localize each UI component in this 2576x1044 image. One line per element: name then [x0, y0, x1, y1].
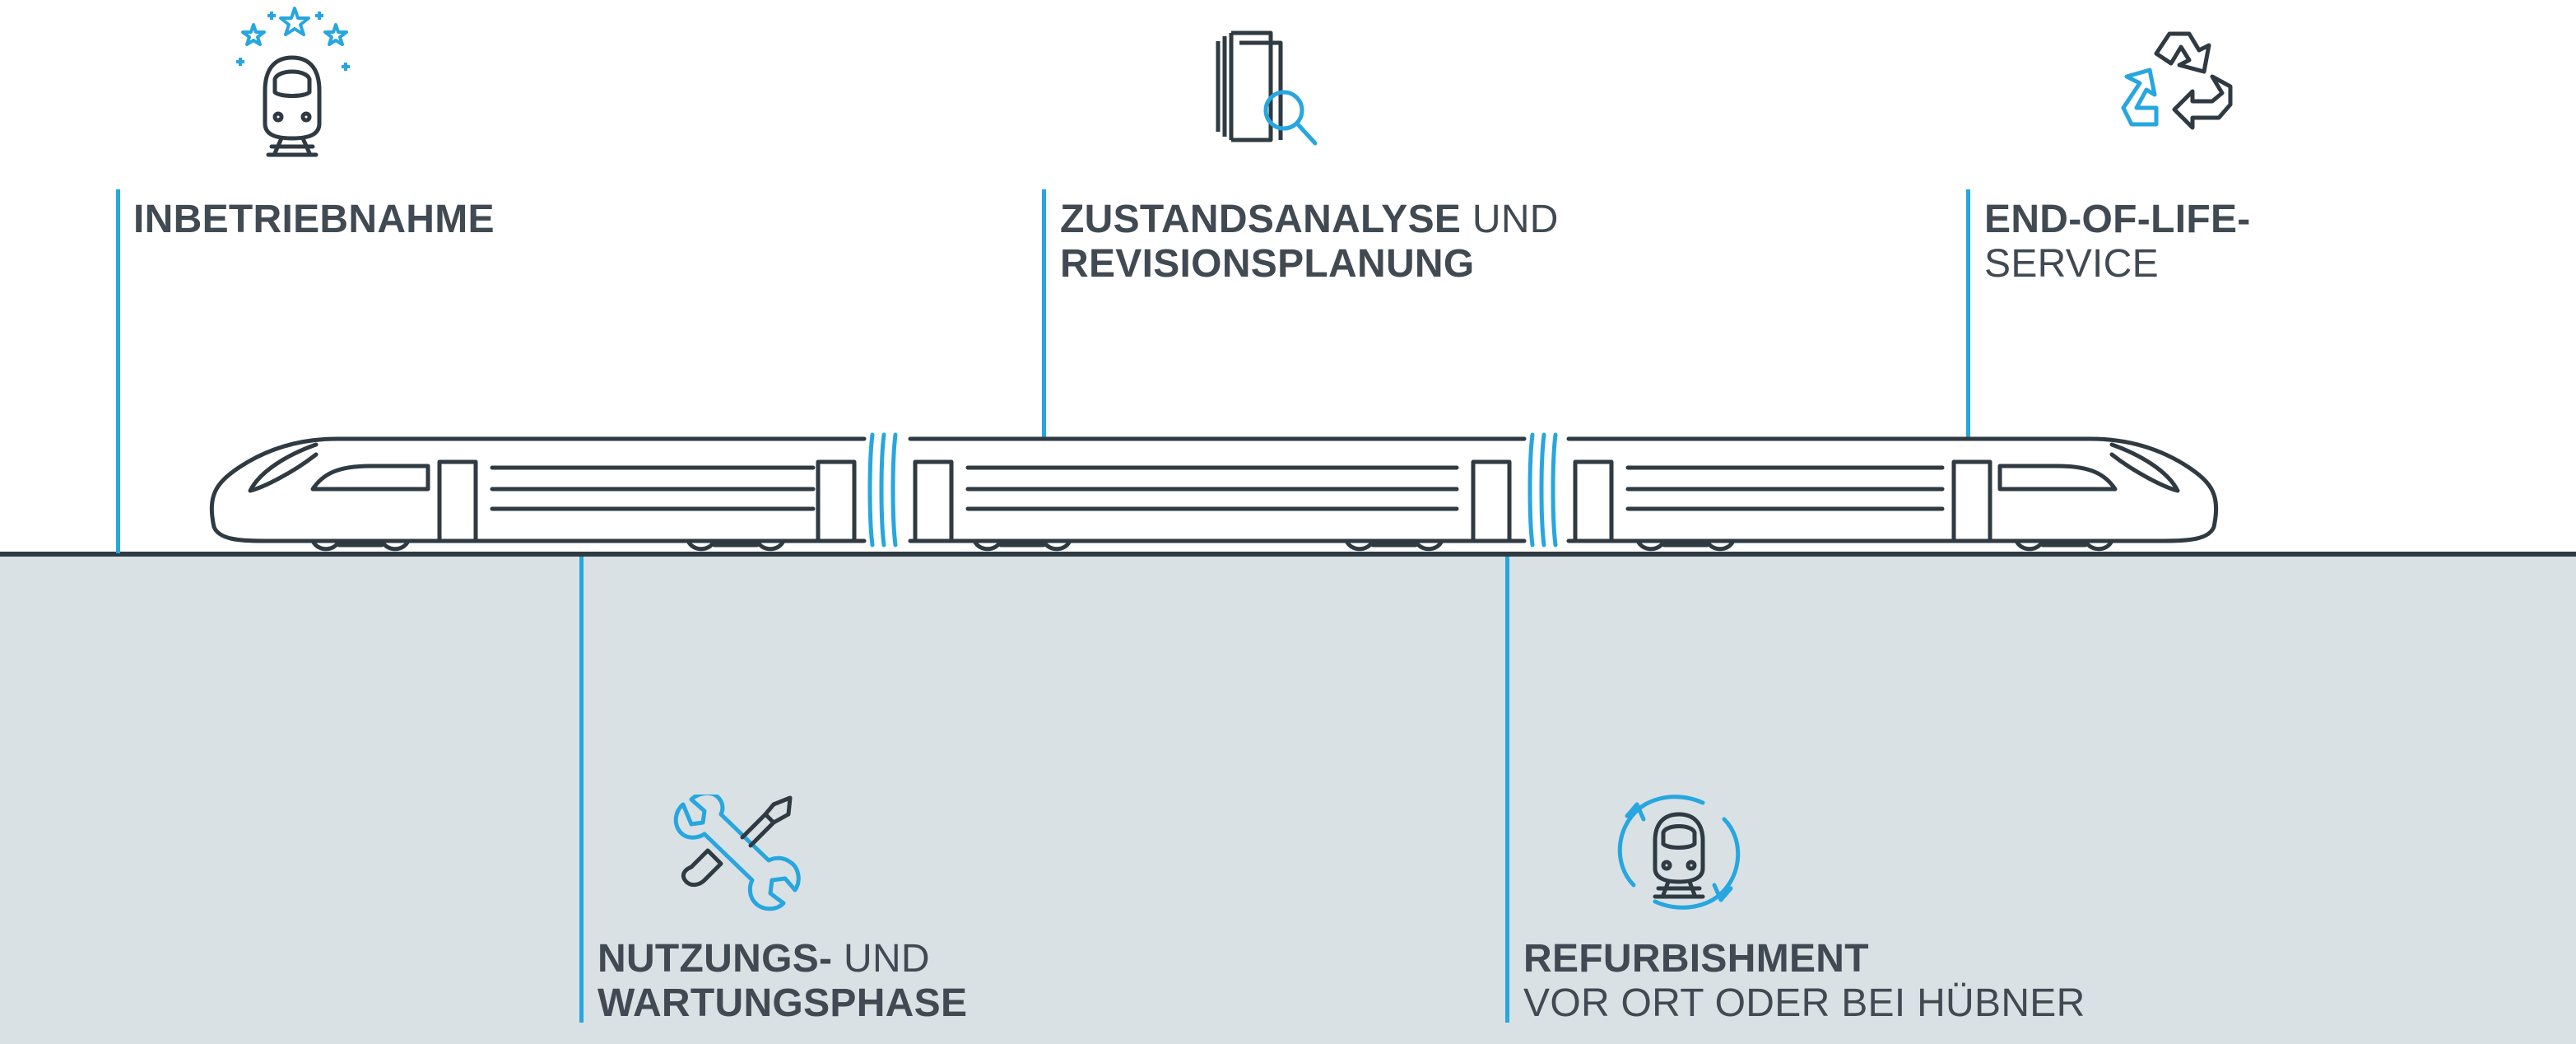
- train-stars-icon: [236, 7, 350, 157]
- train-car-2: [908, 436, 1527, 543]
- connector-refurbishment: [1505, 557, 1509, 1023]
- step-label-inbetriebnahme: INBETRIEBNAHME: [133, 198, 495, 241]
- train-car-3: [1566, 436, 2219, 543]
- track-line: [0, 552, 2576, 557]
- step-label-refurbishment: REFURBISHMENT VOR ORT ODER BEI HÜBNER: [1523, 937, 2085, 1025]
- step-label-end-of-life: END-OF-LIFE- SERVICE: [1984, 198, 2251, 286]
- documents-magnifier-icon: [1216, 30, 1318, 146]
- step-label-nutzung: NUTZUNGS- UND WARTUNGSPHASE: [598, 937, 968, 1025]
- connector-nutzung: [579, 557, 584, 1023]
- train-car-1: [209, 436, 867, 543]
- connector-zustandsanalyse: [1042, 189, 1046, 438]
- wrench-screwdriver-icon: [673, 795, 801, 911]
- connector-inbetriebnahme: [116, 189, 120, 553]
- step-label-zustandsanalyse: ZUSTANDSANALYSE UND REVISIONSPLANUNG: [1060, 198, 1559, 286]
- recycle-icon: [2121, 31, 2233, 130]
- train-refresh-icon: [1617, 795, 1741, 910]
- connector-end-of-life: [1966, 189, 1970, 438]
- ground-area: [0, 553, 2576, 1044]
- train-couplings: [867, 432, 1558, 548]
